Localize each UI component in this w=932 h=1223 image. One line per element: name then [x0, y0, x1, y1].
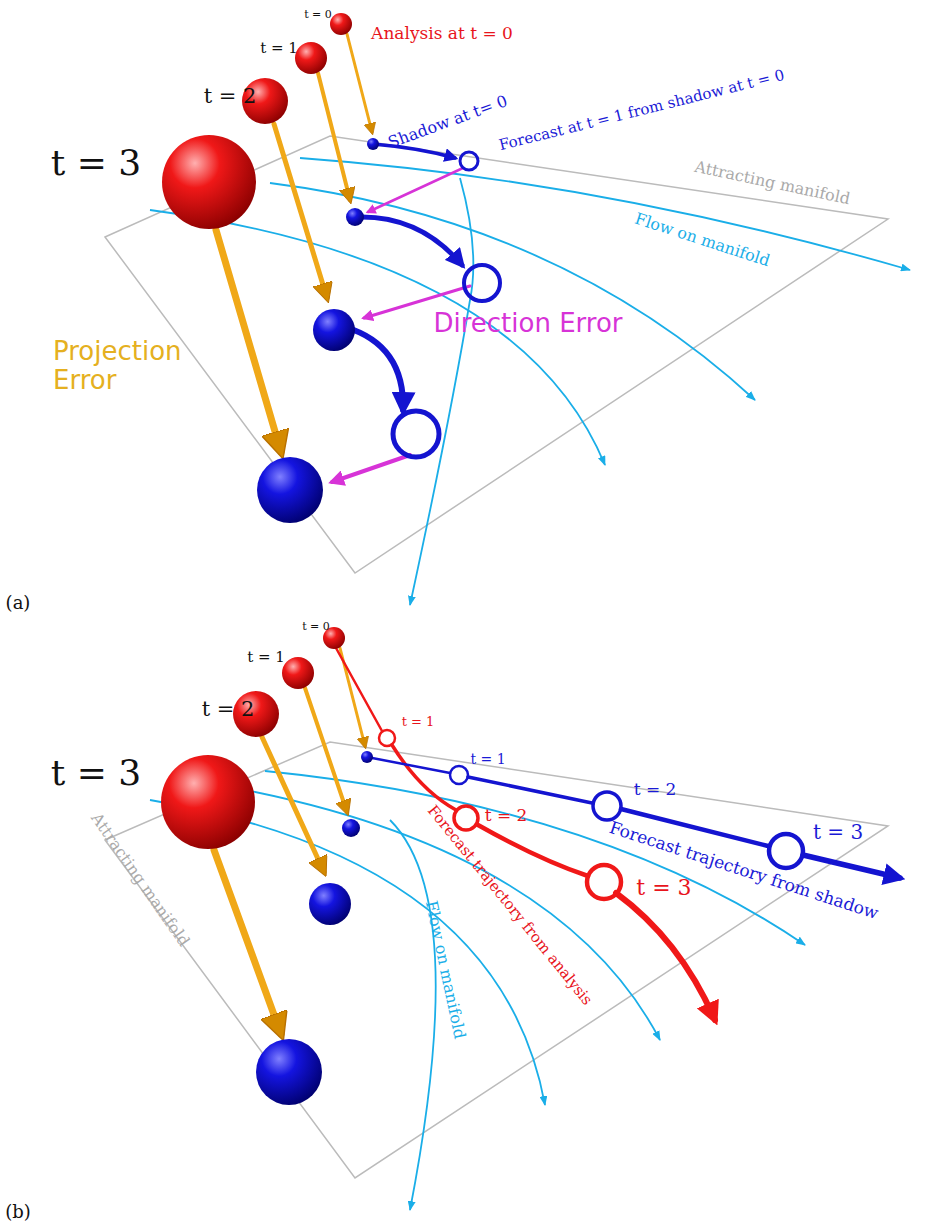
art-circle	[256, 1039, 322, 1105]
art-g	[105, 13, 910, 605]
art-g	[256, 751, 373, 1105]
art-circle	[587, 865, 621, 899]
art-g	[105, 627, 900, 1210]
label: t = 2	[634, 780, 677, 799]
art-line	[305, 688, 347, 812]
label: Attracting manifold	[693, 158, 852, 208]
art-circle	[346, 208, 364, 226]
art-line	[332, 455, 410, 482]
art-circle	[161, 755, 255, 849]
art-circle	[460, 152, 478, 170]
art-path	[336, 648, 382, 731]
art-path	[150, 210, 605, 465]
label: t = 1	[247, 649, 285, 666]
art-path	[478, 825, 588, 876]
art-circle	[295, 42, 327, 74]
label: (a)	[6, 593, 31, 613]
art-path	[357, 217, 462, 265]
label: t = 3	[636, 876, 691, 900]
art-path	[345, 327, 403, 410]
art-g	[150, 158, 910, 605]
label: t = 2	[204, 85, 257, 108]
art-line	[274, 124, 327, 298]
art-circle	[593, 792, 621, 820]
label: t = 1	[470, 752, 505, 767]
art-g	[161, 627, 345, 849]
label: Direction Error	[433, 309, 622, 338]
art-circle	[393, 411, 439, 457]
art-circle	[309, 883, 351, 925]
art-g	[393, 152, 500, 457]
art-circle	[450, 766, 468, 784]
art-path	[373, 144, 455, 158]
art-line	[216, 230, 281, 452]
art-path	[392, 745, 456, 810]
art-polygon	[105, 742, 888, 1178]
art-g	[345, 144, 462, 410]
art-circle	[342, 819, 360, 837]
label: t = 2	[202, 698, 255, 721]
art-circle	[162, 135, 256, 229]
art-g	[150, 771, 805, 1210]
label: Shadow at t= 0	[386, 92, 510, 151]
art-circle	[330, 13, 352, 35]
art-path	[270, 183, 755, 400]
art-line	[214, 850, 281, 1034]
art-g	[162, 13, 352, 229]
label: t = 3	[51, 143, 141, 183]
label: Analysis at t = 0	[371, 24, 513, 43]
label: t = 3	[51, 753, 141, 793]
art-path	[468, 777, 592, 803]
label: t = 3	[813, 821, 863, 843]
art-polygon	[105, 136, 888, 573]
art-path	[616, 893, 715, 1020]
label: t = 2	[485, 806, 528, 825]
label: t = 0	[302, 621, 330, 633]
art-circle	[769, 834, 803, 868]
label: t = 1	[260, 40, 298, 57]
label: Flow on manifold	[422, 899, 468, 1040]
art-circle	[367, 138, 379, 150]
art-circle	[361, 751, 373, 763]
art-g	[257, 138, 379, 523]
label: (b)	[5, 1202, 31, 1222]
art-path	[300, 158, 910, 270]
art-line	[368, 168, 463, 212]
art-path	[390, 820, 436, 1210]
label: Forecast at t = 1 from shadow at t = 0	[498, 67, 787, 154]
art-line	[262, 737, 324, 872]
art-circle	[454, 806, 478, 830]
art-path	[235, 788, 660, 1040]
label: Flow on manifold	[632, 210, 771, 270]
label: t = 0	[304, 9, 332, 21]
label: Projection Error	[53, 337, 203, 394]
art-circle	[257, 457, 323, 523]
art-circle	[313, 309, 355, 351]
art-circle	[464, 265, 500, 301]
art-line	[318, 73, 350, 200]
art-path	[367, 757, 450, 773]
art-circle	[282, 657, 314, 689]
art-line	[347, 34, 372, 132]
label: t = 1	[402, 715, 435, 729]
art-path	[803, 855, 900, 878]
art-circle	[379, 730, 395, 746]
